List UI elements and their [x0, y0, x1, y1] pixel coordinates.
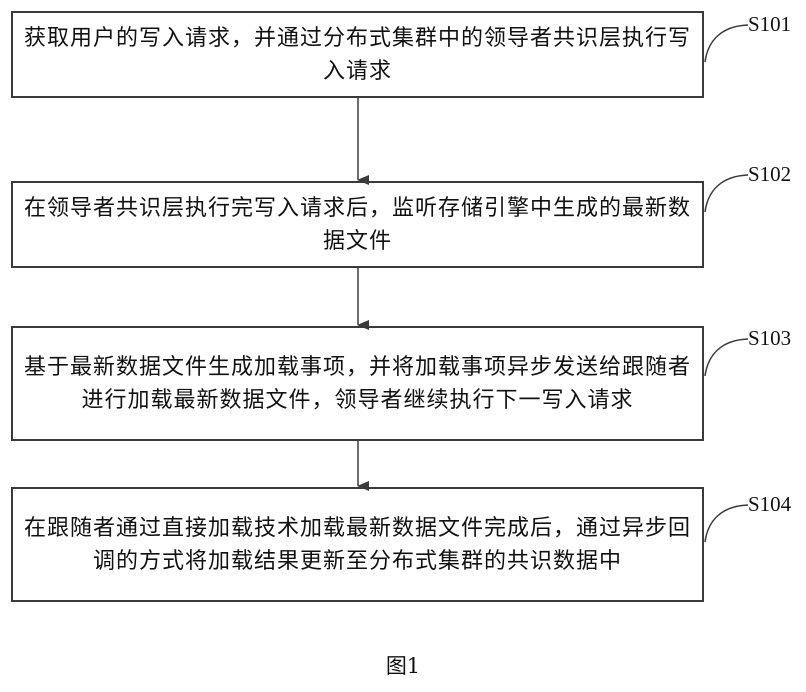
- step-label-s103: S103: [748, 326, 792, 350]
- leader-curve-s103: [704, 338, 749, 377]
- step-text-s103: 基于最新数据文件生成加载事项，并将加载事项异步发送给跟随者进行加载最新数据文件，…: [23, 354, 691, 413]
- step-box-s102: 在领导者共识层执行完写入请求后，监听存储引擎中生成的最新数据文件: [11, 181, 704, 268]
- step-text-s102: 在领导者共识层执行完写入请求后，监听存储引擎中生成的最新数据文件: [23, 195, 691, 254]
- step-label-s102: S102: [748, 162, 792, 186]
- step-text-s104: 在跟随者通过直接加载技术加载最新数据文件完成后，通过异步回调的方式将加载结果更新…: [23, 515, 691, 574]
- leader-curve-s101: [704, 24, 749, 63]
- figure-caption: 图1: [385, 654, 421, 678]
- step-text-s101: 获取用户的写入请求，并通过分布式集群中的领导者共识层执行写入请求: [23, 25, 691, 84]
- leader-curve-s104: [704, 504, 749, 543]
- step-label-s101: S101: [748, 12, 792, 36]
- step-label-s104: S104: [748, 492, 792, 516]
- leader-curve-s102: [704, 174, 749, 213]
- step-box-s101: 获取用户的写入请求，并通过分布式集群中的领导者共识层执行写入请求: [11, 11, 704, 98]
- step-box-s103: 基于最新数据文件生成加载事项，并将加载事项异步发送给跟随者进行加载最新数据文件，…: [11, 326, 704, 441]
- step-box-s104: 在跟随者通过直接加载技术加载最新数据文件完成后，通过异步回调的方式将加载结果更新…: [11, 487, 704, 602]
